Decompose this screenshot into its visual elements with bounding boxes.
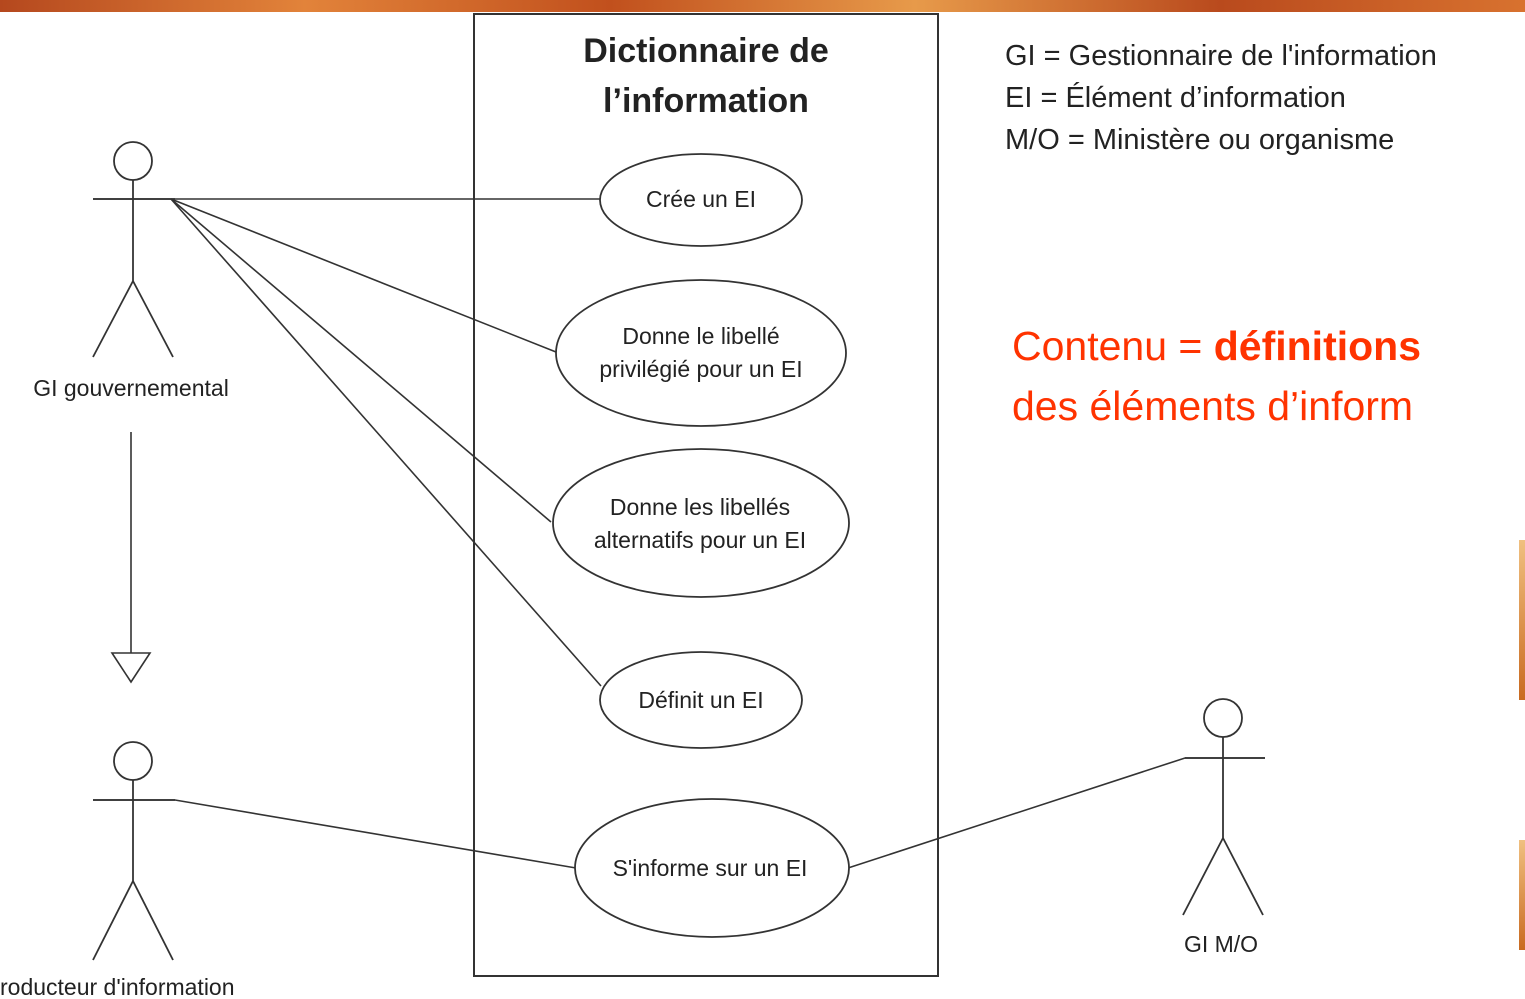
use-case-label: S'informe sur un EI bbox=[613, 855, 808, 881]
right-edge-decoration bbox=[1519, 540, 1525, 700]
actor-gi-mo bbox=[1182, 698, 1265, 916]
actor-producteur bbox=[92, 741, 175, 961]
system-title-line1: Dictionnaire de bbox=[583, 32, 829, 70]
right-edge-decoration bbox=[1519, 840, 1525, 950]
top-decorative-band bbox=[0, 0, 1525, 12]
use-case-label: Crée un EI bbox=[646, 186, 756, 212]
use-case-definit-ei bbox=[599, 651, 803, 749]
association-line bbox=[170, 198, 552, 523]
use-case-label: privilégié pour un EI bbox=[599, 356, 802, 382]
actor-label-gi-gouvernemental: GI gouvernemental bbox=[33, 375, 229, 401]
system-boundary bbox=[473, 13, 939, 977]
association-line bbox=[170, 198, 602, 687]
content-note-bold: définitions bbox=[1213, 323, 1422, 369]
system-title-line2: l’information bbox=[603, 82, 809, 120]
generalization-arrowhead bbox=[110, 652, 152, 684]
legend-line: GI = Gestionnaire de l'information bbox=[1005, 40, 1437, 72]
use-case-libelles-alternatifs bbox=[552, 448, 850, 598]
use-case-libelle-privilegie bbox=[555, 279, 847, 427]
content-note-line2: des éléments d’inform bbox=[1012, 383, 1414, 429]
use-case-label: Donne les libellés bbox=[610, 494, 790, 520]
use-case-sinforme-ei bbox=[574, 798, 850, 938]
content-note-prefix: Contenu = bbox=[1012, 323, 1214, 369]
use-case-label: Définit un EI bbox=[638, 687, 763, 713]
actor-label-producteur: roducteur d'information bbox=[0, 974, 235, 999]
legend-line: EI = Élément d’information bbox=[1005, 82, 1346, 114]
actor-gi-gouvernemental bbox=[92, 141, 175, 358]
use-case-label: Donne le libellé bbox=[622, 323, 779, 349]
content-note-line1: Contenu = définitions bbox=[1012, 326, 1421, 367]
legend-line: M/O = Ministère ou organisme bbox=[1005, 124, 1395, 156]
use-case-cree-ei bbox=[599, 153, 803, 247]
use-case-label: alternatifs pour un EI bbox=[594, 527, 806, 553]
association-line bbox=[170, 198, 557, 353]
actor-label-gi-mo: GI M/O bbox=[1184, 931, 1258, 957]
